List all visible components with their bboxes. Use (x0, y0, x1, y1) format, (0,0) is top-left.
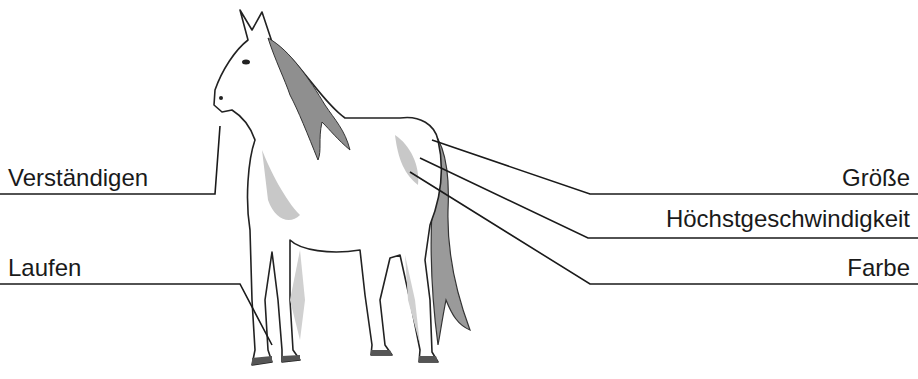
leader-line (420, 158, 918, 238)
leader-line (0, 126, 220, 194)
part-label: Farbe (847, 256, 910, 280)
horse-shading (262, 150, 300, 220)
horse-shading (395, 135, 418, 185)
horse-eye (242, 60, 250, 65)
horse-body (214, 10, 441, 365)
horse-nostril (219, 96, 223, 100)
part-label: Größe (842, 166, 910, 190)
horse-shading (290, 250, 305, 340)
horse-hooves (252, 350, 438, 365)
leader-line (432, 140, 918, 194)
part-label: Verständigen (8, 166, 148, 190)
part-label: Höchstgeschwindigkeit (666, 207, 910, 231)
part-label: Laufen (8, 256, 81, 280)
leader-line (410, 172, 918, 284)
horse-shading (405, 255, 420, 345)
horse-mane (268, 38, 350, 160)
leader-line (0, 284, 272, 345)
